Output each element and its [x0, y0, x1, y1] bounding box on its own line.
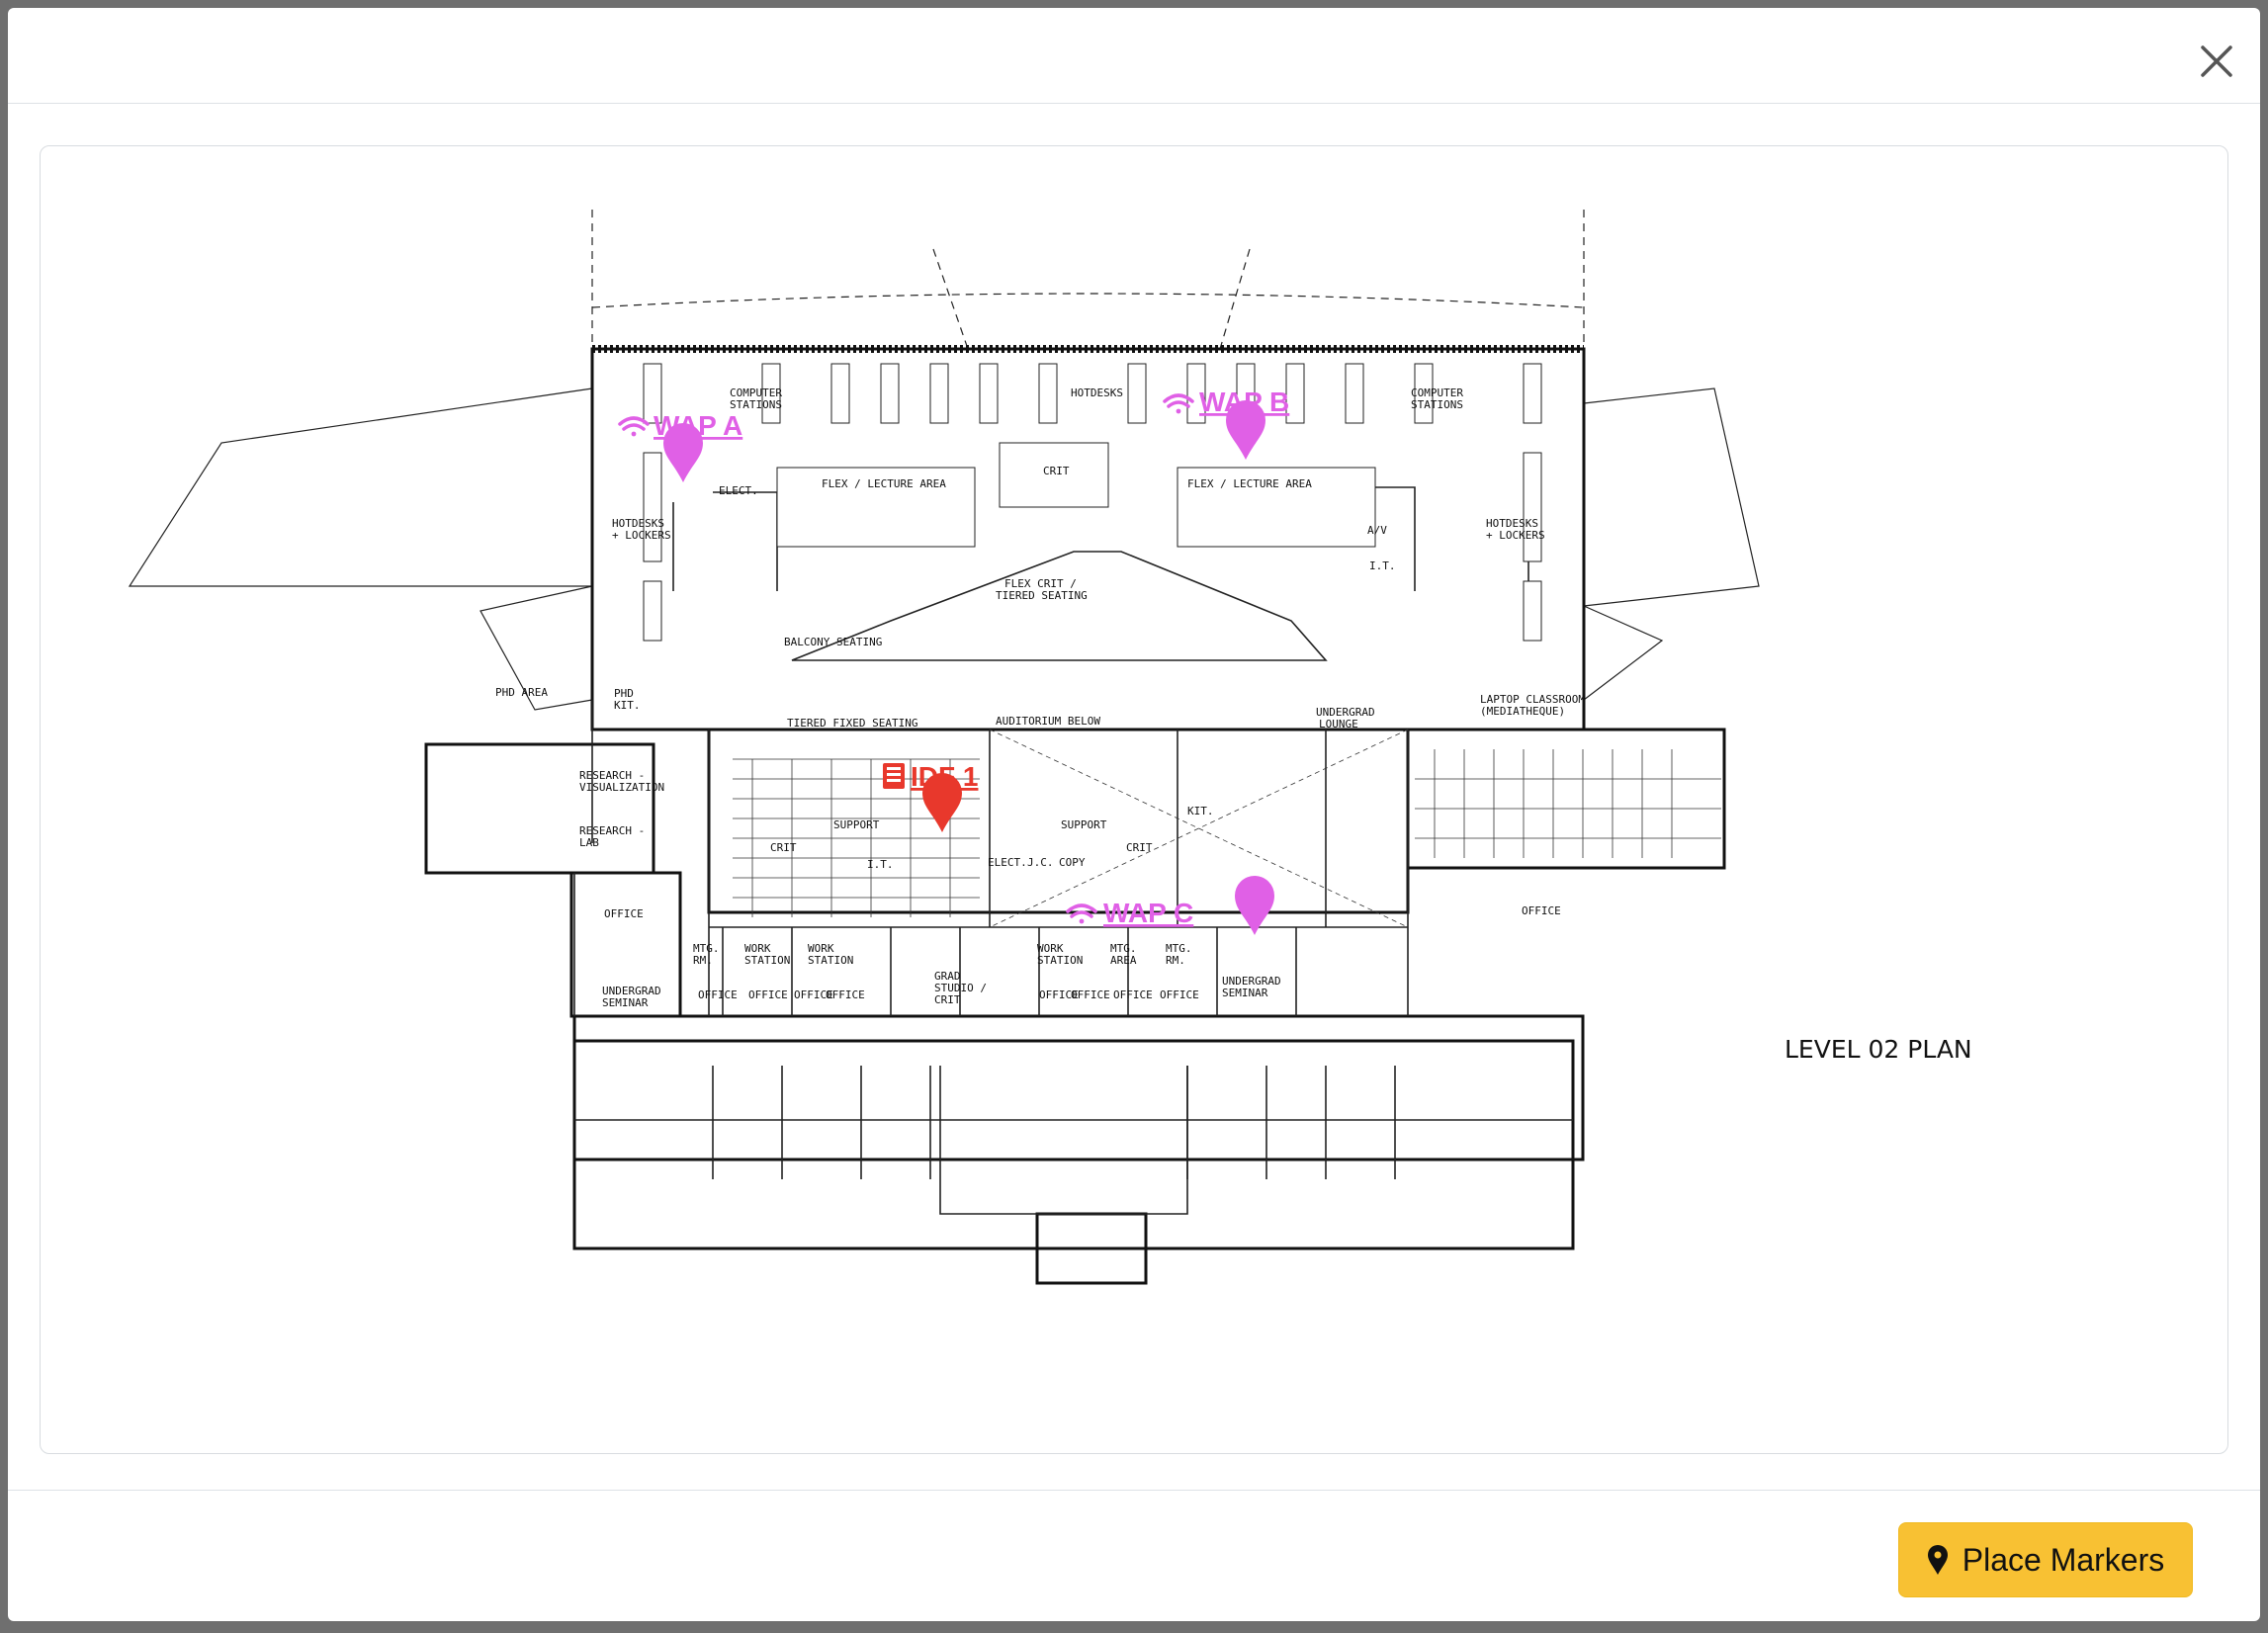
wifi-icon	[618, 416, 650, 437]
room-tiered: TIERED FIXED SEATING	[787, 717, 917, 730]
room-elect-top: ELECT.	[719, 484, 758, 497]
room-research-lab-2: LAB	[579, 836, 599, 849]
room-mtg-rm-right-2: RM.	[1166, 954, 1185, 967]
close-button[interactable]	[2193, 38, 2240, 85]
room-hotdesks-lockers-right-1: HOTDESKS	[1486, 517, 1538, 530]
room-office-row-2: OFFICE	[748, 988, 788, 1001]
map-pin-icon	[922, 773, 962, 832]
room-phd-area: PHD AREA	[495, 686, 548, 699]
room-computer-stations-right-2: STATIONS	[1411, 398, 1463, 411]
room-jc: J.C.	[1027, 856, 1054, 869]
floor-plan-card: COMPUTER STATIONS COMPUTER STATIONS HOTD…	[40, 145, 2228, 1454]
marker-wap-c-label: WAP C	[1103, 898, 1193, 928]
room-flex-crit-2: TIERED SEATING	[996, 589, 1088, 602]
room-flex-crit-1: FLEX CRIT /	[1004, 577, 1077, 590]
room-work-station-1a: WORK	[744, 942, 771, 955]
close-icon	[2201, 45, 2232, 77]
room-work-station-3a: WORK	[1037, 942, 1064, 955]
wifi-icon	[1066, 903, 1097, 924]
room-mtg-rm-left-1: MTG.	[693, 942, 720, 955]
marker-wap-c[interactable]: WAP C	[1066, 876, 1274, 935]
room-mtg-area-2: AREA	[1110, 954, 1137, 967]
marker-wap-a[interactable]: WAP A	[618, 410, 742, 482]
room-phd-kit-2: KIT.	[614, 699, 641, 712]
room-balcony: BALCONY SEATING	[784, 636, 882, 648]
room-crit-left: CRIT	[770, 841, 797, 854]
room-laptop-classroom-1: LAPTOP CLASSROOM	[1480, 693, 1585, 706]
room-computer-stations-left-2: STATIONS	[730, 398, 782, 411]
room-it-top: I.T.	[1369, 559, 1396, 572]
floor-plan-modal: COMPUTER STATIONS COMPUTER STATIONS HOTD…	[8, 8, 2260, 1621]
room-undergrad-seminar-left-2: SEMINAR	[602, 996, 649, 1009]
room-crit-right: CRIT	[1126, 841, 1153, 854]
room-hotdesks: HOTDESKS	[1071, 387, 1123, 399]
room-phd-kit-1: PHD	[614, 687, 634, 700]
room-undergrad-lounge-1: UNDERGRAD	[1316, 706, 1375, 719]
room-office-row-3: OFFICE	[794, 988, 833, 1001]
wifi-icon	[1163, 393, 1194, 414]
room-kit: KIT.	[1187, 805, 1214, 817]
map-pin-icon	[1235, 876, 1274, 935]
room-office-row-5: OFFICE	[1039, 988, 1079, 1001]
room-flex-right: FLEX / LECTURE AREA	[1187, 477, 1312, 490]
room-elect-mid: ELECT.	[988, 856, 1027, 869]
level-label: LEVEL 02 PLAN	[1785, 1035, 1972, 1064]
room-research-lab-1: RESEARCH -	[579, 824, 645, 837]
room-work-station-2b: STATION	[808, 954, 853, 967]
marker-wap-b[interactable]: WAP B	[1163, 387, 1289, 460]
room-office-row-1: OFFICE	[698, 988, 738, 1001]
room-grad-studio-2: STUDIO /	[934, 982, 987, 994]
room-hotdesks-lockers-right-2: + LOCKERS	[1486, 529, 1545, 542]
room-copy: COPY	[1059, 856, 1086, 869]
room-grad-studio-3: CRIT	[934, 993, 961, 1006]
room-auditorium: AUDITORIUM BELOW	[996, 715, 1100, 728]
room-av: A/V	[1367, 524, 1387, 537]
map-pin-icon	[1927, 1545, 1948, 1575]
room-mtg-rm-left-2: RM.	[693, 954, 713, 967]
room-grad-studio-1: GRAD	[934, 970, 961, 983]
room-laptop-classroom-2: (MEDIATHEQUE)	[1480, 705, 1565, 718]
place-markers-label: Place Markers	[1962, 1541, 2165, 1578]
room-it-mid: I.T.	[867, 858, 894, 871]
place-markers-button[interactable]: Place Markers	[1898, 1522, 2193, 1597]
room-research-viz-2: VISUALIZATION	[579, 781, 664, 794]
room-work-station-2a: WORK	[808, 942, 834, 955]
floor-plan-image[interactable]: COMPUTER STATIONS COMPUTER STATIONS HOTD…	[41, 146, 2228, 1454]
map-pin-icon	[663, 423, 703, 482]
room-undergrad-seminar-right-2: SEMINAR	[1222, 987, 1268, 999]
room-office-row-8: OFFICE	[1160, 988, 1199, 1001]
room-support-right: SUPPORT	[1061, 818, 1107, 831]
room-flex-left: FLEX / LECTURE AREA	[822, 477, 946, 490]
room-mtg-area-1: MTG.	[1110, 942, 1137, 955]
modal-header	[8, 8, 2260, 104]
modal-footer: Place Markers	[8, 1490, 2260, 1621]
room-undergrad-seminar-left-1: UNDERGRAD	[602, 985, 661, 997]
map-pin-icon	[1226, 400, 1265, 460]
room-office-right: OFFICE	[1522, 904, 1561, 917]
room-hotdesks-lockers-left-2: + LOCKERS	[612, 529, 671, 542]
room-support-left: SUPPORT	[833, 818, 880, 831]
server-icon	[883, 763, 905, 789]
room-office-row-7: OFFICE	[1113, 988, 1153, 1001]
room-office-row-4: OFFICE	[826, 988, 865, 1001]
room-computer-stations-right-1: COMPUTER	[1411, 387, 1463, 399]
room-work-station-1b: STATION	[744, 954, 790, 967]
room-crit-top: CRIT	[1043, 465, 1070, 477]
modal-body: COMPUTER STATIONS COMPUTER STATIONS HOTD…	[8, 104, 2260, 1488]
room-work-station-3b: STATION	[1037, 954, 1083, 967]
room-undergrad-seminar-right-1: UNDERGRAD	[1222, 975, 1281, 988]
room-research-viz-1: RESEARCH -	[579, 769, 645, 782]
room-office-left: OFFICE	[604, 907, 644, 920]
room-office-row-6: OFFICE	[1071, 988, 1110, 1001]
room-mtg-rm-right-1: MTG.	[1166, 942, 1192, 955]
room-hotdesks-lockers-left-1: HOTDESKS	[612, 517, 664, 530]
marker-idf-1[interactable]: IDF 1	[883, 761, 978, 832]
room-computer-stations-left-1: COMPUTER	[730, 387, 782, 399]
room-undergrad-lounge-2: LOUNGE	[1319, 718, 1358, 731]
